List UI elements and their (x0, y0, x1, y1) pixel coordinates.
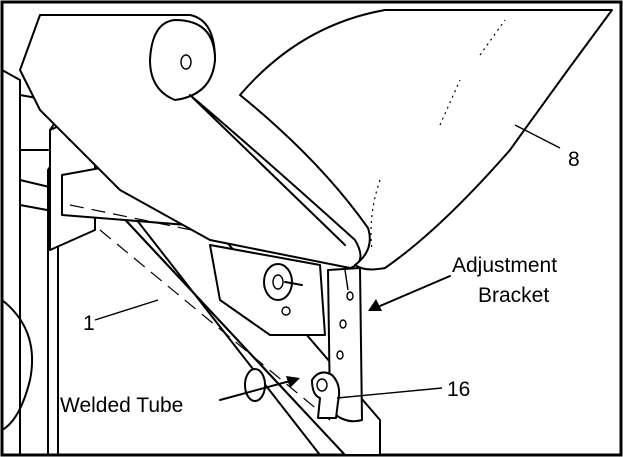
callout-part-1: 1 (83, 312, 95, 335)
callout-part-16: 16 (447, 378, 470, 401)
callout-welded-tube: Welded Tube (60, 394, 183, 417)
callout-adjustment-bracket-line2: Bracket (478, 284, 549, 307)
callout-part-8: 8 (568, 148, 580, 171)
callout-adjustment-bracket-line1: Adjustment (452, 254, 557, 277)
